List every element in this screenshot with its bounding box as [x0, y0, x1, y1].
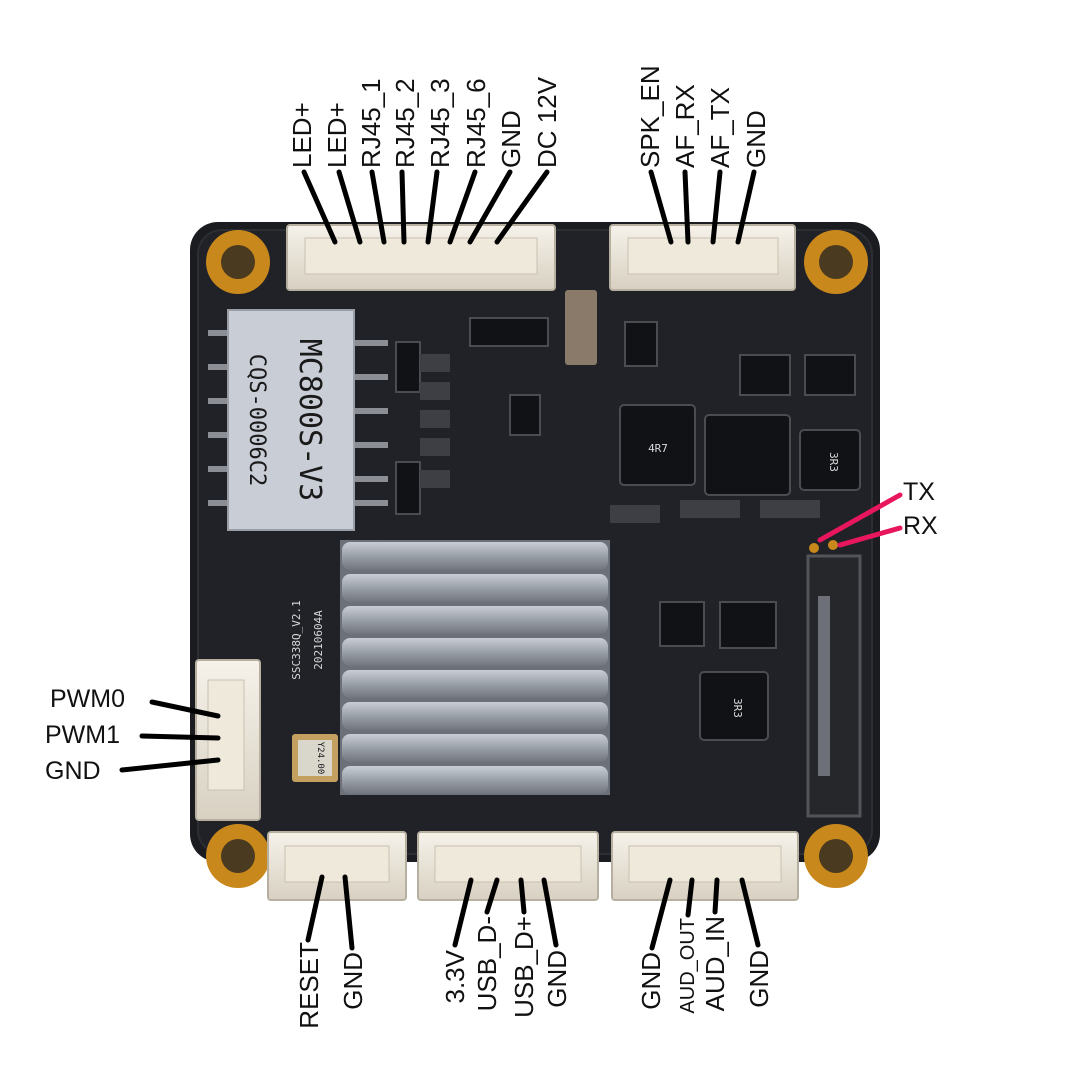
labels-bottom-right: GND AUD_OUT AUD_IN GND: [636, 916, 774, 1014]
labels-bottom-mid: 3.3V USB_D- USB_D+ GND: [440, 916, 572, 1018]
labels-uart: TX RX: [903, 478, 938, 540]
wire-3v3: [452, 877, 474, 948]
wire-gnd-br-2: [739, 877, 761, 948]
label-usb-dm: USB_D-: [472, 916, 502, 1011]
label-aud-out: AUD_OUT: [677, 918, 699, 1014]
module-label-line2: CQS-0006C2: [244, 354, 269, 486]
label-gnd-top-right: GND: [741, 110, 771, 168]
smd-components: [395, 317, 861, 741]
wire-usb-dp: [518, 877, 527, 915]
label-tx: TX: [903, 478, 935, 506]
connector-bottom-right: [611, 831, 799, 901]
label-3v3: 3.3V: [440, 949, 470, 1003]
labels-top-left: LED+ LED+ RJ45_1 RJ45_2 RJ45_3 RJ45_6 GN…: [287, 76, 562, 168]
inductor-marking-2: 3R3: [827, 452, 840, 472]
wire-af-tx: [710, 169, 723, 245]
wire-led-plus-1: [301, 169, 338, 245]
wire-gnd-br-1: [649, 877, 673, 951]
label-rj45-2: RJ45_2: [390, 78, 420, 168]
label-reset: RESET: [294, 942, 324, 1029]
wire-led-plus-2: [336, 169, 363, 245]
wire-gnd-top-right: [735, 169, 757, 245]
label-rx: RX: [903, 512, 938, 540]
wire-usb-dm: [484, 877, 500, 915]
wire-rj45-6: [447, 169, 478, 245]
connector-top-right: [609, 224, 796, 291]
label-led-plus-1: LED+: [287, 102, 317, 168]
labels-top-right: SPK_EN AF_RX AF_TX GND: [635, 65, 771, 168]
label-gnd-left: GND: [45, 757, 101, 785]
label-rj45-6: RJ45_6: [461, 78, 491, 168]
wire-aud-in: [712, 877, 720, 915]
wire-dc-12v: [494, 169, 550, 245]
wire-gnd-bl: [342, 874, 355, 951]
wire-tx: [817, 492, 903, 543]
label-af-rx: AF_RX: [670, 84, 700, 168]
label-gnd-bottom-mid: GND: [542, 950, 572, 1008]
uart-leader-lines: [817, 492, 903, 548]
connector-bottom-left: [267, 831, 407, 901]
label-rj45-3: RJ45_3: [425, 78, 455, 168]
wire-rj45-2: [399, 169, 407, 245]
inductor-marking-1: 4R7: [648, 442, 668, 455]
label-gnd-bottom-right-1: GND: [636, 952, 666, 1010]
inductor-marking-3: 3R3: [731, 698, 744, 718]
label-gnd-bottom-left: GND: [338, 952, 368, 1010]
wire-gnd-bm: [541, 877, 559, 948]
mounting-holes: [206, 230, 868, 888]
labels-left: PWM0 PWM1 GND: [45, 685, 125, 785]
uart-pads: [809, 540, 838, 553]
labels-bottom-left: RESET GND: [294, 942, 368, 1029]
connector-left: [195, 659, 261, 821]
module-label-line1: MC800S-V3: [292, 339, 327, 502]
label-usb-dp: USB_D+: [509, 916, 539, 1018]
svg-text:Y24.00: Y24.00: [315, 742, 325, 775]
connector-bottom-mid: [417, 831, 599, 901]
label-dc-12v: DC 12V: [532, 76, 562, 168]
label-gnd: GND: [496, 110, 526, 168]
wire-aud-out: [685, 877, 695, 918]
magnetics-module: MC800S-V3 CQS-0006C2: [208, 309, 388, 531]
wire-gnd-left: [119, 757, 221, 773]
wire-pwm0: [149, 699, 221, 719]
label-rj45-1: RJ45_1: [356, 78, 386, 168]
wire-spk-en: [648, 169, 674, 245]
wire-rj45-1: [369, 169, 387, 245]
label-pwm0: PWM0: [50, 685, 125, 713]
leader-lines: [119, 169, 761, 951]
heatsink: [340, 540, 610, 795]
label-pwm1: PWM1: [45, 721, 120, 749]
fpc-connector: [806, 554, 862, 818]
resistor-array: [420, 354, 820, 523]
silk-date: 20210604A: [312, 610, 325, 670]
wire-gnd-top: [467, 169, 513, 245]
silk-model: SSC338Q_V2.1: [290, 600, 303, 679]
label-aud-in: AUD_IN: [700, 916, 730, 1011]
connector-top-left: [286, 224, 556, 291]
label-spk-en: SPK_EN: [635, 65, 665, 168]
crystal: Y24.00: [292, 734, 338, 782]
capacitor: [565, 290, 597, 365]
wire-rj45-3: [425, 169, 440, 245]
wire-reset: [305, 874, 325, 943]
wire-rx: [837, 525, 903, 548]
wire-pwm1: [139, 733, 221, 741]
wire-af-rx: [682, 169, 691, 245]
label-gnd-bottom-right-2: GND: [744, 950, 774, 1008]
label-led-plus-2: LED+: [322, 102, 352, 168]
label-af-tx: AF_TX: [705, 87, 735, 168]
